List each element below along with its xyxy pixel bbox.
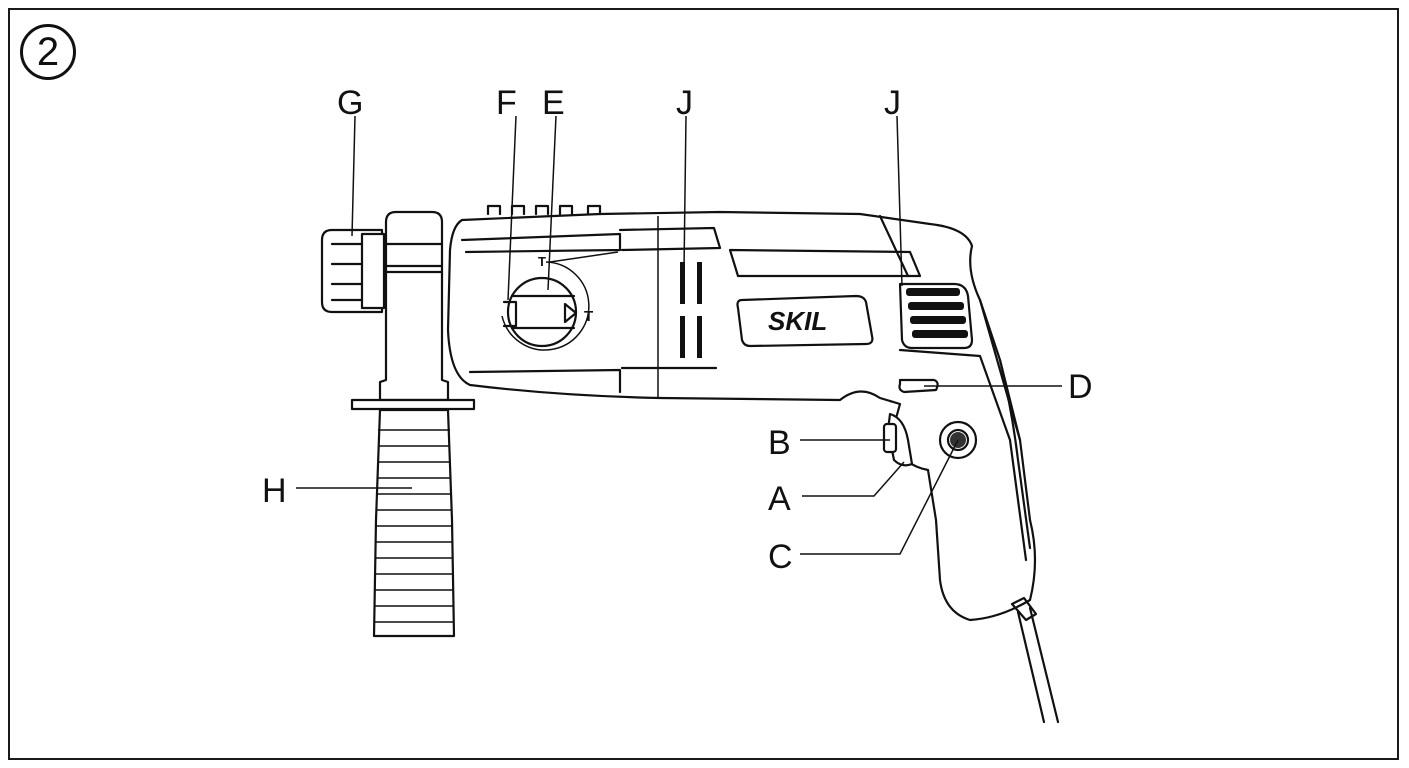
side-handle [350,210,476,638]
drill-mode-mark: T [538,254,546,269]
label-G: G [337,84,363,122]
label-J-left: J [676,84,693,122]
switch-lock-button [898,378,939,394]
label-A: A [768,480,791,518]
label-E: E [542,84,565,122]
hammer-mode-mark: T [584,308,593,325]
logo-plate [736,294,874,348]
chuck [320,228,386,314]
figure-number-badge: 2 [20,24,76,80]
trigger [882,412,914,467]
skil-logo: SKIL [768,306,827,336]
label-H: H [262,472,287,510]
direction-switch [882,422,898,454]
vent-slots-left [680,262,702,358]
label-D: D [1068,368,1093,406]
vent-slots-right [898,282,974,350]
label-F: F [496,84,517,122]
diagram-frame [8,8,1399,760]
mode-selector [501,251,619,351]
leader-lines [296,115,1062,555]
drill-body [446,204,1060,724]
label-J-right: J [884,84,901,122]
label-C: C [768,538,793,576]
label-B: B [768,424,791,462]
